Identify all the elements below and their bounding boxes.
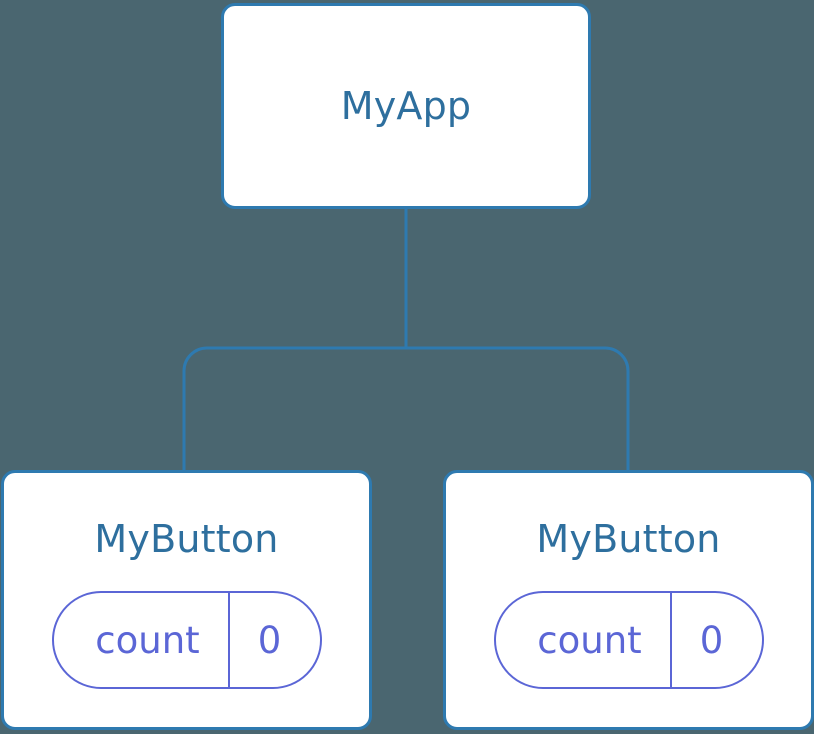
node-mybutton-2[interactable]: MyButton count 0 bbox=[443, 470, 814, 730]
node-myapp[interactable]: MyApp bbox=[221, 3, 591, 209]
node-mybutton-1[interactable]: MyButton count 0 bbox=[1, 470, 372, 730]
state-value: 0 bbox=[699, 618, 724, 662]
node-title: MyApp bbox=[340, 84, 472, 128]
state-pill-divider bbox=[669, 593, 672, 687]
node-title: MyButton bbox=[94, 517, 279, 561]
state-key: count bbox=[537, 618, 642, 662]
state-pill[interactable]: count 0 bbox=[493, 591, 764, 689]
state-pill[interactable]: count 0 bbox=[51, 591, 322, 689]
state-pill-divider bbox=[227, 593, 230, 687]
state-value: 0 bbox=[257, 618, 282, 662]
node-title: MyButton bbox=[536, 517, 721, 561]
edge-root-to-children bbox=[182, 209, 630, 470]
state-key: count bbox=[95, 618, 200, 662]
